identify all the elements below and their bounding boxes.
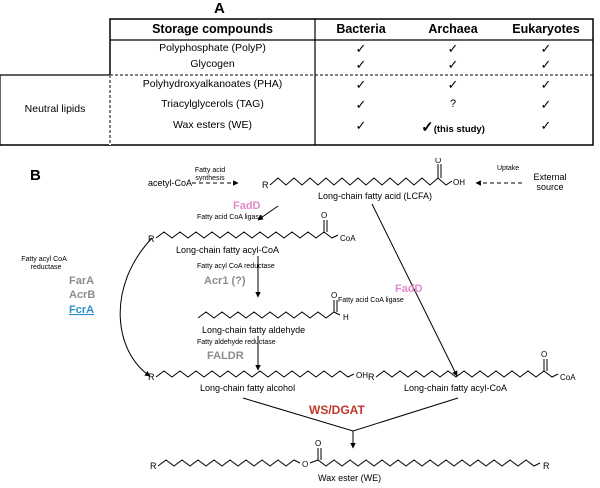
tick-tag-eukaryotes: ✓ bbox=[540, 97, 552, 112]
tick-polyp-eukaryotes: ✓ bbox=[540, 41, 552, 56]
wax-ester-pathway-diagram: acetyl-CoA Fatty acid synthesis R O OH L… bbox=[21, 158, 576, 483]
lcfa-label: Long-chain fatty acid (LCFA) bbox=[318, 191, 432, 201]
group-label-neutral-lipids: Neutral lipids bbox=[24, 103, 86, 115]
lcfa-chain bbox=[269, 177, 453, 186]
external-source-label-1: External bbox=[533, 172, 566, 182]
acyl-coa-right-o-label: O bbox=[541, 350, 547, 359]
table-lines bbox=[0, 18, 594, 146]
header-bacteria: Bacteria bbox=[336, 22, 386, 36]
acyl-coa-label: Long-chain fatty acyl-CoA bbox=[176, 245, 279, 255]
tag-archaea-unknown: ? bbox=[449, 98, 457, 110]
acyl-coa-chain bbox=[155, 231, 339, 239]
tick-pha-eukaryotes: ✓ bbox=[540, 77, 552, 92]
aldehyde-o-label: O bbox=[331, 291, 337, 300]
aldehyde-chain bbox=[197, 311, 341, 319]
tick-pha-bacteria: ✓ bbox=[355, 77, 367, 92]
fcra-enzyme: FcrA bbox=[69, 304, 94, 316]
tick-glycogen-archaea: ✓ bbox=[447, 57, 459, 72]
tick-glycogen-bacteria: ✓ bbox=[355, 57, 367, 72]
panel-label-a: A bbox=[214, 0, 225, 17]
side-reductase-label-2: reductase bbox=[31, 264, 62, 271]
acyl-coa-right-coa-label: CoA bbox=[560, 373, 576, 382]
lcfa-to-acyl-coa-arrow bbox=[257, 205, 279, 221]
external-source-label-2: source bbox=[536, 182, 563, 192]
alcohol-chain bbox=[155, 370, 355, 378]
acyl-coa-coa-label: CoA bbox=[340, 234, 356, 243]
fadd-enzyme-left: FadD bbox=[233, 200, 261, 212]
tick-we-archaea: ✓ bbox=[421, 119, 434, 136]
fara-enzyme: FarA bbox=[69, 275, 94, 287]
wax-ester-carbonyl-o-label: O bbox=[315, 439, 321, 448]
tick-glycogen-eukaryotes: ✓ bbox=[540, 57, 552, 72]
acyl-coa-reductase-label: Fatty acyl CoA reductase bbox=[197, 263, 275, 270]
compound-tag: Triacylglycerols (TAG) bbox=[161, 98, 264, 110]
alcohol-oh-label: OH bbox=[356, 371, 368, 380]
wax-ester-label: Wax ester (WE) bbox=[318, 473, 381, 483]
lcfa-r-label: R bbox=[262, 180, 269, 190]
lcfa-o-label: O bbox=[435, 158, 441, 165]
fa-synthesis-label-2: synthesis bbox=[195, 175, 225, 182]
faldr-enzyme: FALDR bbox=[207, 350, 244, 362]
acyl-coa-right-label: Long-chain fatty acyl-CoA bbox=[404, 383, 507, 393]
storage-compounds-table: Storage compounds Bacteria Archaea Eukar… bbox=[0, 18, 594, 146]
fa-coa-ligase-left: Fatty acid CoA ligase bbox=[197, 214, 263, 221]
wax-ester-chain-right bbox=[309, 459, 541, 467]
lcfa-oh-label: OH bbox=[453, 178, 465, 187]
fadd-enzyme-right: FadD bbox=[395, 283, 423, 295]
wax-ester-chain-left bbox=[157, 459, 301, 467]
tick-we-bacteria: ✓ bbox=[355, 118, 367, 133]
lcfa-to-acyl-coa-right-arrow bbox=[371, 203, 458, 377]
side-reductase-label-1: Fatty acyl CoA bbox=[21, 256, 67, 263]
tick-polyp-bacteria: ✓ bbox=[355, 41, 367, 56]
wax-ester-r-right: R bbox=[543, 461, 550, 471]
tick-polyp-archaea: ✓ bbox=[447, 41, 459, 56]
header-eukaryotes: Eukaryotes bbox=[512, 22, 580, 36]
tick-we-eukaryotes: ✓ bbox=[540, 118, 552, 133]
acyl-coa-right-chain bbox=[375, 370, 559, 378]
tick-tag-bacteria: ✓ bbox=[355, 97, 367, 112]
fa-coa-ligase-right: Fatty acid CoA ligase bbox=[338, 297, 404, 304]
acyl-coa-to-alcohol-curved-arrow bbox=[119, 237, 153, 377]
compound-glycogen: Glycogen bbox=[190, 58, 235, 70]
header-archaea: Archaea bbox=[428, 22, 478, 36]
compound-pha: Polyhydroxyalkanoates (PHA) bbox=[142, 78, 283, 90]
panel-label-b: B bbox=[30, 167, 41, 184]
we-archaea-cell: ✓(this study) bbox=[407, 118, 499, 136]
this-study-note: (this study) bbox=[433, 124, 485, 135]
fa-synthesis-label-1: Fatty acid bbox=[195, 167, 225, 174]
aldehyde-h-label: H bbox=[343, 313, 349, 322]
wax-ester-ester-o-label: O bbox=[302, 460, 308, 469]
tick-pha-archaea: ✓ bbox=[447, 77, 459, 92]
acyl-coa-right-r-label: R bbox=[368, 372, 375, 382]
compound-wax-esters: Wax esters (WE) bbox=[173, 119, 252, 131]
acrb-enzyme: AcrB bbox=[69, 289, 95, 301]
compound-polyp: Polyphosphate (PolyP) bbox=[159, 42, 266, 54]
acr1-enzyme: Acr1 (?) bbox=[204, 275, 246, 287]
ws-dgat-enzyme: WS/DGAT bbox=[309, 403, 365, 417]
wax-ester-r-left: R bbox=[150, 461, 157, 471]
uptake-label: Uptake bbox=[497, 165, 519, 172]
aldehyde-reductase-label: Fatty aldehyde reductase bbox=[197, 339, 276, 346]
aldehyde-label: Long-chain fatty aldehyde bbox=[202, 325, 305, 335]
alcohol-label: Long-chain fatty alcohol bbox=[200, 383, 295, 393]
header-storage-compounds: Storage compounds bbox=[152, 22, 273, 36]
alcohol-r-label: R bbox=[148, 372, 155, 382]
acyl-coa-o-label: O bbox=[321, 211, 327, 220]
acetyl-coa-label: acetyl-CoA bbox=[148, 178, 192, 188]
